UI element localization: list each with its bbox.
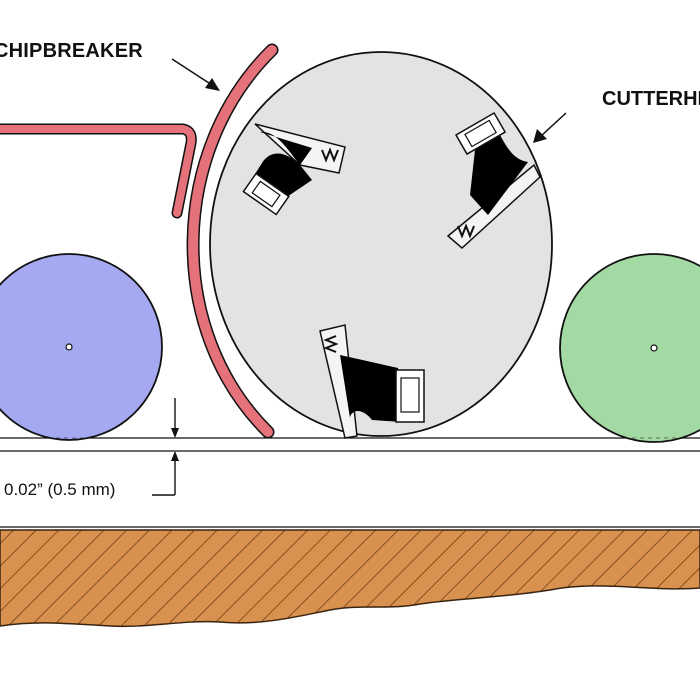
infeed-roller bbox=[0, 253, 163, 441]
gap-dimension-label: 0.02” (0.5 mm) bbox=[4, 480, 116, 499]
planer-table bbox=[0, 529, 700, 628]
cutterhead bbox=[209, 51, 553, 439]
chipbreaker bbox=[0, 43, 279, 439]
knife-insert-icon bbox=[446, 111, 541, 250]
chipbreaker-label: CHIPBREAKER bbox=[0, 40, 143, 62]
board-surface bbox=[0, 437, 700, 528]
depth-dimension bbox=[0, 398, 700, 496]
knife-insert-icon bbox=[242, 123, 346, 216]
knife-insert-icon bbox=[319, 324, 425, 439]
outfeed-roller bbox=[559, 253, 700, 443]
chipbreaker-leader bbox=[171, 58, 220, 91]
cutterhead-label: CUTTERHEAD bbox=[602, 88, 700, 110]
cutterhead-leader bbox=[533, 112, 567, 143]
